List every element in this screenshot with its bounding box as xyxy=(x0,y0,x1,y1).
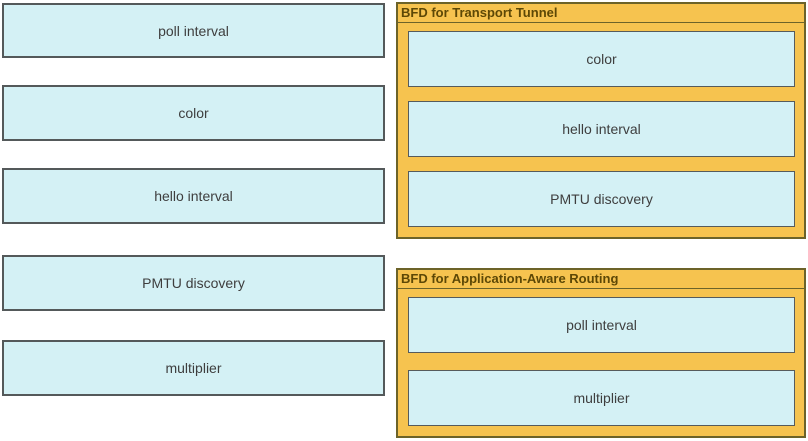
drop-slot-pmtu-discovery[interactable]: PMTU discovery xyxy=(408,171,795,227)
drag-option-poll-interval[interactable]: poll interval xyxy=(2,3,385,58)
drag-option-label: multiplier xyxy=(165,360,222,376)
drag-option-label: hello interval xyxy=(154,188,233,204)
drop-slot-label: hello interval xyxy=(562,121,641,137)
drop-slot-label: multiplier xyxy=(573,390,630,406)
drop-slot-label: poll interval xyxy=(566,317,637,333)
drag-option-hello-interval[interactable]: hello interval xyxy=(2,168,385,224)
group-slot-area: poll interval multiplier xyxy=(398,289,804,436)
drag-option-pmtu-discovery[interactable]: PMTU discovery xyxy=(2,255,385,311)
drag-option-label: color xyxy=(178,105,209,121)
drop-slot-label: PMTU discovery xyxy=(550,191,653,207)
drop-slot-multiplier[interactable]: multiplier xyxy=(408,370,795,426)
group-transport-tunnel: BFD for Transport Tunnel color hello int… xyxy=(396,2,806,239)
drop-slot-label: color xyxy=(586,51,617,67)
drop-slot-color[interactable]: color xyxy=(408,31,795,87)
drop-slot-poll-interval[interactable]: poll interval xyxy=(408,297,795,353)
group-title: BFD for Application-Aware Routing xyxy=(398,270,804,289)
group-title: BFD for Transport Tunnel xyxy=(398,4,804,23)
drag-option-label: PMTU discovery xyxy=(142,275,245,291)
drag-option-multiplier[interactable]: multiplier xyxy=(2,340,385,396)
drag-option-label: poll interval xyxy=(158,22,229,39)
group-slot-area: color hello interval PMTU discovery xyxy=(398,23,804,237)
drag-option-color[interactable]: color xyxy=(2,85,385,141)
group-app-aware-routing: BFD for Application-Aware Routing poll i… xyxy=(396,268,806,438)
drop-slot-hello-interval[interactable]: hello interval xyxy=(408,101,795,157)
